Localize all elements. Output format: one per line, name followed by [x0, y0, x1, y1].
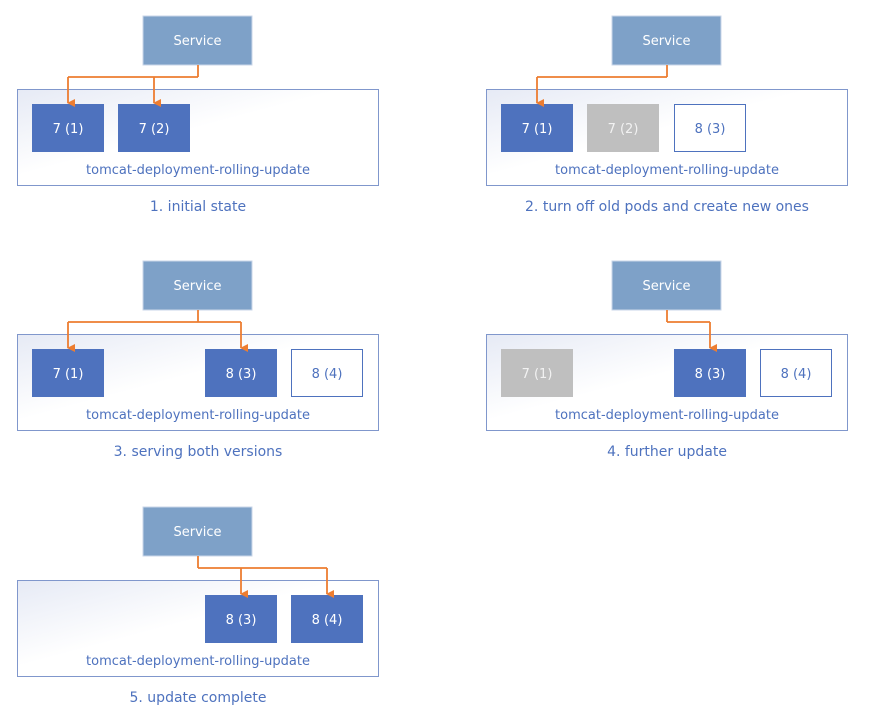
panel-2: tomcat-deployment-rolling-update Service 7… — [486, 15, 848, 215]
pod-label: 8 (4) — [312, 613, 343, 628]
deployment-label: tomcat-deployment-rolling-update — [86, 408, 310, 423]
service-box — [611, 15, 722, 66]
pod-running — [205, 595, 277, 643]
pod-running — [205, 349, 277, 397]
pod-label: 7 (2) — [608, 122, 639, 137]
route-line — [68, 65, 199, 78]
panel-5: tomcat-deployment-rolling-update Service 8… — [17, 506, 379, 706]
service-label: Service — [173, 525, 221, 540]
service-label: Service — [642, 279, 690, 294]
pod-running — [501, 104, 573, 152]
deployment-label: tomcat-deployment-rolling-update — [86, 654, 310, 669]
panel-caption: 5. update complete — [130, 690, 267, 706]
pod-label: 7 (1) — [53, 122, 84, 137]
service-box — [142, 506, 253, 557]
pod-label: 8 (3) — [226, 613, 257, 628]
service-box — [611, 260, 722, 311]
pod-label: 7 (1) — [522, 122, 553, 137]
panel-caption: 2. turn off old pods and create new ones — [525, 199, 809, 215]
panel-caption: 1. initial state — [150, 199, 246, 215]
pod-label: 7 (1) — [53, 367, 84, 382]
pod-label: 8 (3) — [695, 367, 726, 382]
pod-running — [674, 349, 746, 397]
route-line — [666, 310, 710, 323]
pod-label: 7 (2) — [139, 122, 170, 137]
pod-running — [291, 595, 363, 643]
pod-running — [32, 349, 104, 397]
pod-terminated — [587, 104, 659, 152]
pod-label: 8 (3) — [695, 122, 726, 137]
pod-label: 7 (1) — [522, 367, 553, 382]
pod-new — [674, 104, 746, 152]
pod-new — [760, 349, 832, 397]
panel-3: tomcat-deployment-rolling-update Service 7… — [17, 260, 379, 460]
pod-new — [291, 349, 363, 397]
service-label: Service — [173, 279, 221, 294]
panel-caption: 4. further update — [607, 444, 727, 460]
service-label: Service — [173, 34, 221, 49]
deployment-label: tomcat-deployment-rolling-update — [86, 163, 310, 178]
service-box — [142, 15, 253, 66]
route-line — [68, 310, 241, 323]
deployment-label: tomcat-deployment-rolling-update — [555, 408, 779, 423]
panel-1: tomcat-deployment-rolling-update Service 7… — [17, 15, 379, 215]
panel-caption: 3. serving both versions — [114, 444, 283, 460]
pod-running — [118, 104, 190, 152]
deployment-label: tomcat-deployment-rolling-update — [555, 163, 779, 178]
pod-label: 8 (4) — [312, 367, 343, 382]
pod-label: 8 (4) — [781, 367, 812, 382]
pod-label: 8 (3) — [226, 367, 257, 382]
route-line — [197, 556, 327, 569]
route-line — [537, 65, 668, 78]
pod-terminated — [501, 349, 573, 397]
panel-4: tomcat-deployment-rolling-update Service 7… — [486, 260, 848, 460]
service-label: Service — [642, 34, 690, 49]
